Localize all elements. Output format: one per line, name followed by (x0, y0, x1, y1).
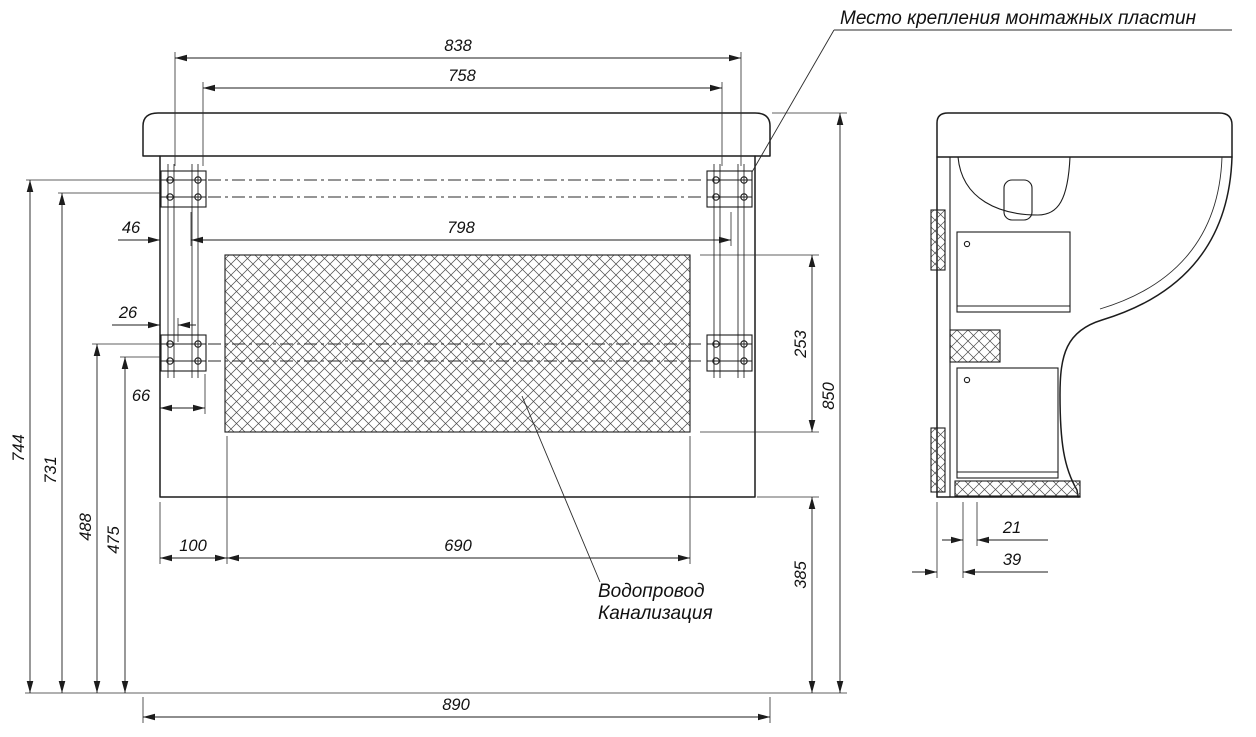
dim-left-offset-middle: 26 (112, 304, 196, 342)
mounting-plate-hatch-side (949, 329, 1001, 363)
side-panel-curve-outer (1059, 156, 1233, 498)
mounting-plates-leader-line (751, 29, 835, 173)
front-dimensions: 838 758 798 46 26 (10, 37, 847, 723)
dim-bottom-clearance: 385 (757, 496, 819, 693)
dim-service-width-value: 690 (444, 537, 472, 555)
dim-service-height-value: 253 (792, 329, 810, 358)
dim-overall-width: 890 (142, 696, 771, 723)
dim-overall-height-value: 850 (820, 381, 838, 409)
dim-service-height: 253 (700, 254, 819, 433)
countertop-side (936, 112, 1233, 158)
bottom-edge-hatch-side (954, 480, 1081, 497)
dim-lower-rail-height-outer: 488 (77, 343, 160, 693)
mounting-plate-top-left (160, 170, 207, 208)
dim-service-left-offset: 100 (159, 436, 228, 564)
dim-left-offset-lower-value: 66 (132, 387, 151, 405)
side-panel-curve-inner (1099, 156, 1223, 310)
side-view: 21 39 (912, 112, 1233, 578)
dim-left-offset-lower: 66 (132, 374, 206, 414)
dim-top-outer-span-value: 838 (444, 37, 472, 55)
dim-upper-rail-height-inner-value: 731 (42, 456, 60, 484)
plumbing-leader-line (521, 395, 601, 583)
dim-rail-span: 798 (190, 212, 732, 246)
dim-service-width: 690 (227, 436, 691, 564)
dim-top-inner-span: 758 (202, 67, 723, 166)
cabinet-body-front (159, 155, 756, 498)
dim-rail-front-offset: 21 (942, 502, 1048, 578)
dim-rail-total-depth-value: 39 (1003, 551, 1021, 569)
lower-rail-hatch-side (930, 427, 946, 493)
plumbing-note-line2: Канализация (598, 603, 713, 624)
dim-bottom-clearance-value: 385 (792, 560, 810, 588)
mounting-plate-bottom-right (706, 334, 753, 372)
annotation-plumbing: Водопровод Канализация (521, 395, 713, 624)
mounting-rails-dashed (208, 179, 705, 362)
plumbing-note-line1: Водопровод (598, 581, 704, 602)
dim-service-left-offset-value: 100 (179, 537, 207, 555)
dim-lower-rail-height-outer-value: 488 (77, 512, 95, 540)
dim-upper-rail-height-inner: 731 (42, 192, 160, 693)
upper-drawer-side (956, 231, 1071, 313)
dim-left-offset-upper: 46 (118, 219, 160, 244)
annotation-mounting-plates: Место крепления монтажных пластин (751, 8, 1232, 173)
dim-left-offset-middle-value: 26 (118, 304, 138, 322)
mounting-plate-bottom-left (160, 334, 207, 372)
dim-overall-height: 850 (772, 112, 847, 693)
mounting-plates-note: Место крепления монтажных пластин (840, 8, 1197, 29)
mounting-plate-top-right (706, 170, 753, 208)
front-view: 838 758 798 46 26 (10, 37, 847, 723)
dim-lower-rail-height-inner-value: 475 (105, 525, 123, 553)
dim-rail-span-value: 798 (447, 219, 475, 237)
side-dimensions: 21 39 (912, 502, 1048, 578)
countertop-front (142, 112, 771, 157)
dim-left-offset-upper-value: 46 (122, 219, 141, 237)
dim-top-outer-span: 838 (174, 37, 742, 166)
dim-rail-total-depth: 39 (912, 502, 1048, 578)
drain-trap-section (1003, 179, 1033, 221)
dim-upper-rail-height-outer: 744 (10, 179, 160, 693)
dim-top-inner-span-value: 758 (448, 67, 476, 85)
basin-bowl-section (957, 156, 1071, 216)
dim-rail-front-offset-value: 21 (1002, 519, 1021, 537)
upper-rail-hatch-side (930, 209, 946, 271)
dim-lower-rail-height-inner: 475 (105, 356, 160, 693)
dim-overall-width-value: 890 (442, 696, 470, 714)
lower-drawer-side (956, 367, 1059, 479)
service-cutout-hatch (224, 254, 691, 433)
dim-upper-rail-height-outer-value: 744 (10, 434, 28, 462)
